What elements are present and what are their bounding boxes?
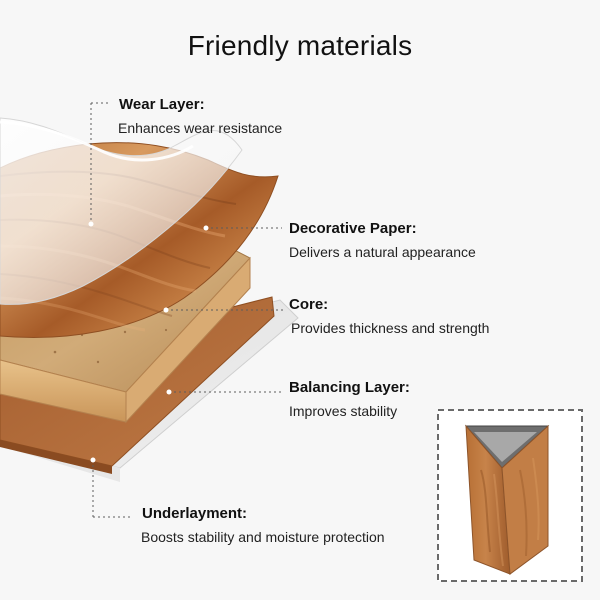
underlayment-heading: Underlayment: — [142, 505, 248, 522]
label-underlayment: Underlayment: Boosts stability and moist… — [141, 505, 385, 546]
underlayment-description: Boosts stability and moisture protection — [141, 529, 385, 545]
decorative-paper-description: Delivers a natural appearance — [289, 244, 476, 260]
callout-balancing-layer — [166, 389, 282, 395]
balancing-layer-description: Improves stability — [289, 403, 398, 419]
wear-layer-heading: Wear Layer: — [119, 96, 205, 113]
label-balancing-layer: Balancing Layer: Improves stability — [289, 379, 410, 420]
callout-underlayment — [90, 457, 132, 518]
decorative-paper-heading: Decorative Paper: — [289, 220, 417, 237]
core-heading: Core: — [289, 296, 329, 313]
page-title: Friendly materials — [187, 30, 413, 61]
triangular-profile-sample — [464, 424, 550, 575]
label-decorative-paper: Decorative Paper: Delivers a natural app… — [289, 220, 476, 261]
wear-layer — [0, 117, 243, 305]
label-wear-layer: Wear Layer: Enhances wear resistance — [118, 96, 282, 137]
wear-layer-description: Enhances wear resistance — [118, 120, 283, 136]
callout-core — [163, 307, 284, 313]
core-description: Provides thickness and strength — [291, 320, 490, 336]
balancing-layer-heading: Balancing Layer: — [289, 379, 410, 396]
callout-wear-layer — [88, 102, 111, 227]
callout-decorative-paper — [203, 225, 282, 231]
label-core: Core: Provides thickness and strength — [289, 296, 490, 337]
